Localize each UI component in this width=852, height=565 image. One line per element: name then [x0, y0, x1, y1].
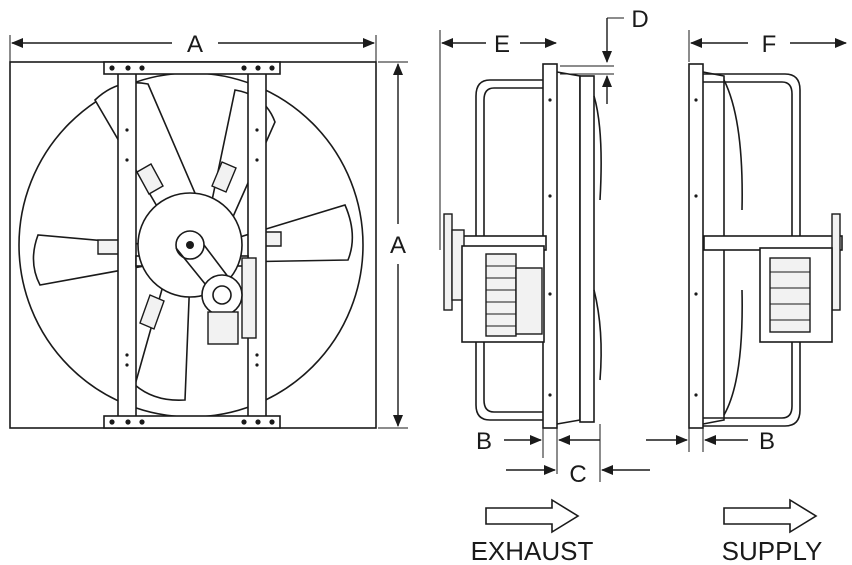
dimension-label-f: F [762, 31, 777, 58]
dimension-label-b-left: B [476, 428, 492, 455]
dimension-label-a-top: A [187, 31, 203, 58]
motor-mount-bracket [241, 257, 257, 339]
supply-motor-body [769, 257, 811, 333]
top-rail [103, 61, 281, 75]
bottom-rail [103, 415, 281, 429]
exhaust-pulley [443, 213, 453, 311]
motor-body [207, 311, 239, 345]
supply-side-view: F B SUPPLY [646, 30, 847, 565]
support-channel-right [247, 61, 267, 429]
supply-pulley [831, 213, 841, 311]
front-view: A A [9, 31, 408, 429]
supply-mounting-flange [688, 63, 704, 429]
exhaust-caption: EXHAUST [471, 536, 594, 565]
support-channel-left [117, 61, 137, 429]
dimension-label-c: C [569, 461, 586, 488]
dimension-label-e: E [494, 31, 510, 58]
motor-pulley [212, 285, 232, 305]
exhaust-side-view: E D [439, 6, 650, 565]
dimension-label-a-side: A [390, 232, 406, 259]
blade-clamps [97, 161, 282, 330]
supply-airflow-arrow [723, 498, 818, 534]
exhaust-airflow-arrow [485, 498, 580, 534]
dimension-label-b-right: B [759, 428, 775, 455]
exhaust-motor-fins [485, 253, 517, 337]
dimension-label-d: D [631, 6, 648, 33]
supply-caption: SUPPLY [722, 536, 823, 565]
exhaust-venturi [556, 71, 581, 425]
